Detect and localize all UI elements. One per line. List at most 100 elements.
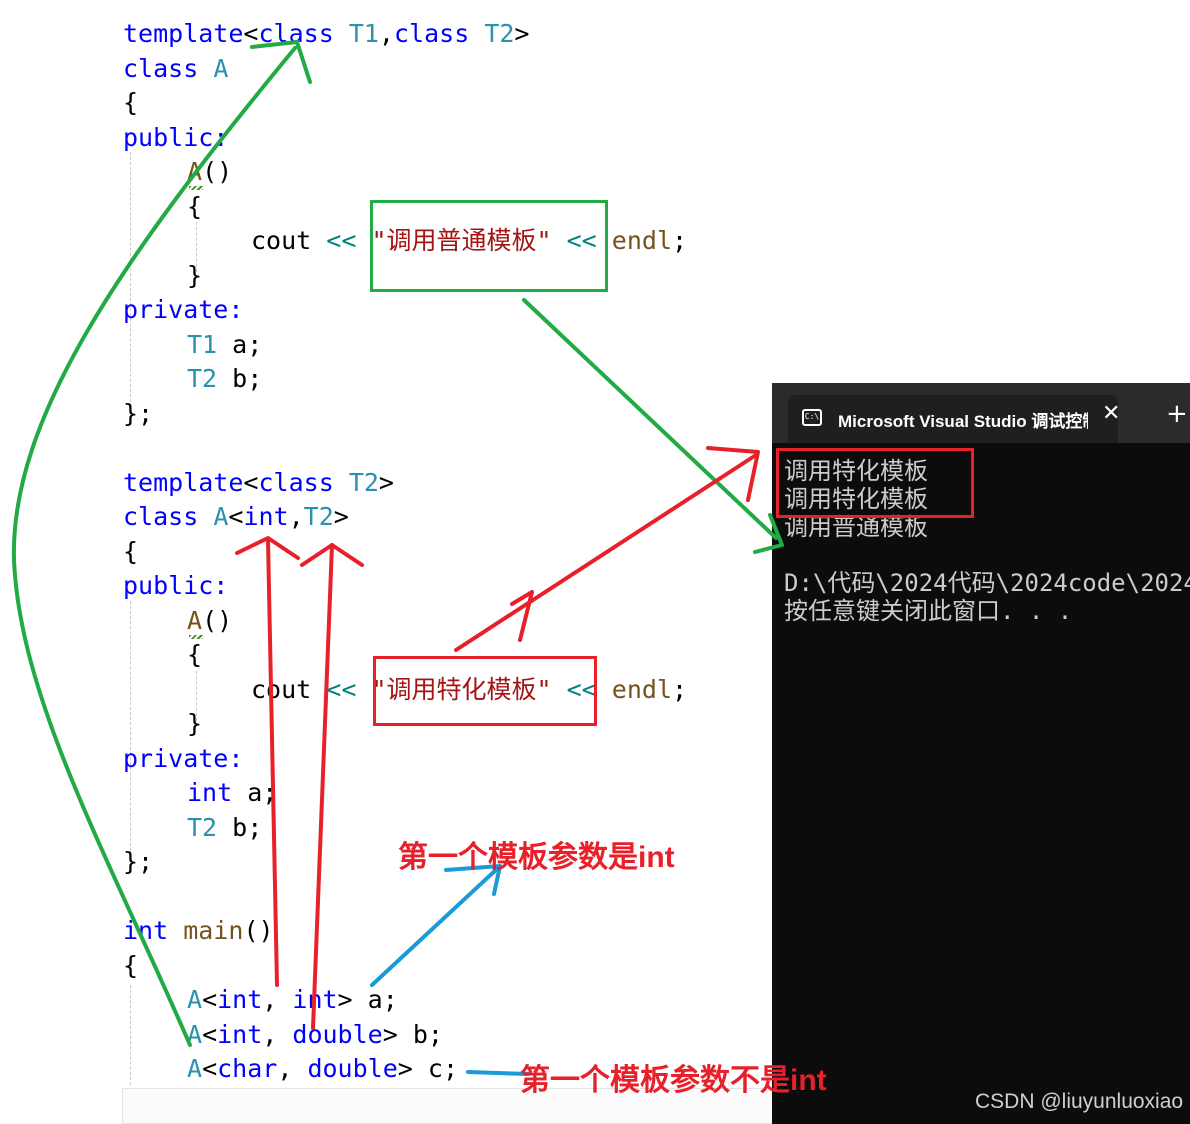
keyword: class [258, 19, 334, 48]
code-line-brace[interactable]: { [187, 640, 203, 669]
code-line-decl-b[interactable]: A<int, double> b; [187, 1020, 443, 1050]
type-param: T1 [187, 330, 218, 359]
punct: , [262, 985, 293, 1014]
code-line-class1[interactable]: class A [123, 54, 228, 84]
code-line-decl-a[interactable]: A<int, int> a; [187, 985, 398, 1015]
console-output-line: 按任意键关闭此窗口. . . [784, 597, 1073, 625]
keyword: int [187, 778, 233, 807]
keyword: template [123, 468, 244, 497]
code-line-private[interactable]: private: [123, 295, 244, 324]
member-name: b; [232, 813, 263, 842]
console-tab-title: Microsoft Visual Studio 调试控制台 [838, 412, 1088, 431]
code-line-brace[interactable]: { [123, 951, 139, 980]
code-line-brace[interactable]: { [187, 192, 203, 221]
code-line-brace[interactable]: }; [123, 847, 154, 876]
operator: << [326, 226, 357, 255]
keyword: class [123, 54, 199, 83]
code-editor[interactable]: template<class T1,class T2> class A { pu… [0, 0, 780, 1124]
ctor-name: A [187, 606, 203, 635]
code-line-template1[interactable]: template<class T1,class T2> [123, 19, 529, 49]
punct: , [378, 19, 394, 48]
current-line-highlight [122, 1088, 774, 1124]
punct: > [378, 468, 394, 497]
keyword: char [217, 1054, 278, 1083]
punct: < [202, 985, 218, 1014]
keyword: class [258, 468, 334, 497]
close-icon[interactable]: ✕ [1102, 401, 1121, 426]
punct: ; [672, 675, 688, 704]
code-line-brace[interactable]: }; [123, 399, 154, 428]
punct: () [202, 606, 233, 635]
type-param: T2 [187, 364, 218, 393]
member-name: b; [232, 364, 263, 393]
function-name: main [183, 916, 244, 945]
punct: > [337, 985, 353, 1014]
type-param: T1 [348, 19, 379, 48]
code-line-public[interactable]: public: [123, 123, 229, 152]
code-line-public[interactable]: public: [123, 571, 229, 600]
indent-guide [130, 985, 131, 1085]
code-line-class2[interactable]: class A<int,T2> [123, 502, 349, 532]
string-literal: "调用普通模板" [371, 226, 552, 255]
type-param: T2 [187, 813, 218, 842]
code-line-member[interactable]: int a; [187, 778, 277, 808]
code-line-private[interactable]: private: [123, 744, 244, 773]
squiggle-underline [189, 186, 203, 190]
code-line-member[interactable]: T1 a; [187, 330, 262, 360]
code-line-member[interactable]: T2 b; [187, 364, 262, 394]
code-line-member[interactable]: T2 b; [187, 813, 262, 843]
punct: > [514, 19, 530, 48]
console-tab[interactable]: C:\ Microsoft Visual Studio 调试控制台 ✕ [788, 395, 1121, 443]
string-literal: "调用特化模板" [371, 675, 552, 704]
squiggle-underline [189, 635, 203, 639]
watermark: CSDN @liuyunluoxiao [975, 1090, 1184, 1113]
generic-string-highlight-box [370, 200, 608, 292]
punct: < [243, 468, 259, 497]
identifier: cout [251, 675, 312, 704]
keyword: template [123, 19, 244, 48]
type-param: T2 [484, 19, 515, 48]
code-line-ctor1[interactable]: A() [187, 157, 232, 187]
keyword: double [292, 1020, 383, 1049]
keyword: double [307, 1054, 398, 1083]
class-name: A [213, 54, 229, 83]
code-line-brace[interactable]: } [187, 709, 203, 738]
keyword: int [123, 916, 169, 945]
class-name: A [213, 502, 229, 531]
ctor-name: A [187, 157, 203, 186]
punct: , [277, 1054, 308, 1083]
keyword: int [217, 1020, 263, 1049]
class-name: A [187, 1054, 203, 1083]
code-line-brace[interactable]: { [123, 88, 139, 117]
console-icon: C:\ [802, 409, 822, 426]
console-output-line: 调用特化模板 [784, 485, 928, 513]
operator: << [326, 675, 357, 704]
variable: c; [427, 1054, 458, 1083]
punct: < [243, 19, 259, 48]
console-output-line: 调用特化模板 [784, 457, 928, 485]
punct: > [382, 1020, 398, 1049]
indent-guide [130, 152, 131, 412]
class-name: A [187, 1020, 203, 1049]
annotation-first-param-is-int: 第一个模板参数是int [398, 841, 675, 874]
type-param: T2 [303, 502, 334, 531]
variable: a; [367, 985, 398, 1014]
code-line-main[interactable]: int main() [123, 916, 274, 946]
annotation-first-param-not-int: 第一个模板参数不是int [520, 1064, 827, 1097]
console-tab-bar: C:\ Microsoft Visual Studio 调试控制台 ✕ + [772, 383, 1190, 443]
punct: , [262, 1020, 293, 1049]
punct: () [243, 916, 274, 945]
punct: () [202, 157, 233, 186]
code-line-brace[interactable]: { [123, 537, 139, 566]
code-line-template2[interactable]: template<class T2> [123, 468, 394, 498]
code-line-brace[interactable]: } [187, 261, 203, 290]
member-name: a; [247, 778, 278, 807]
variable: b; [412, 1020, 443, 1049]
code-line-decl-c[interactable]: A<char, double> c; [187, 1054, 458, 1084]
punct: < [228, 502, 244, 531]
member-name: a; [232, 330, 263, 359]
debug-console-window[interactable]: C:\ Microsoft Visual Studio 调试控制台 ✕ + 调用… [772, 383, 1190, 1124]
punct: > [333, 502, 349, 531]
new-tab-plus-icon[interactable]: + [1166, 399, 1188, 429]
code-line-ctor2[interactable]: A() [187, 606, 232, 636]
